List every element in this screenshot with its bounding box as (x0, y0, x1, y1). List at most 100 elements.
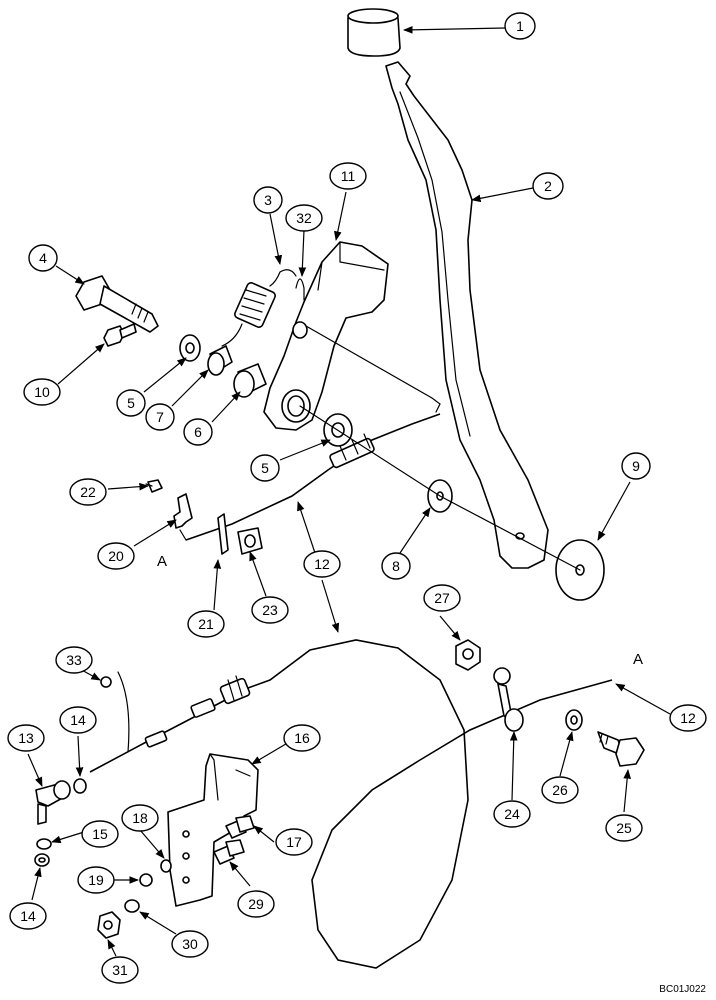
screw-part (145, 479, 163, 493)
lever-arm-part (385, 61, 549, 569)
callout-23: 23 (251, 596, 289, 624)
callout-21: 21 (187, 610, 225, 638)
callout-2: 2 (532, 172, 564, 200)
callout-24: 24 (493, 800, 531, 828)
nut-19-part (139, 873, 153, 887)
svg-text:32: 32 (296, 210, 312, 226)
mounting-bracket-part (167, 753, 259, 907)
callout-14a: 14 (59, 706, 97, 734)
callout-18: 18 (121, 804, 159, 832)
pedal-bracket-part (263, 241, 389, 431)
svg-text:17: 17 (286, 834, 302, 850)
nut-31-part (97, 911, 121, 939)
callout-1: 1 (504, 12, 536, 40)
callout-16: 16 (283, 724, 321, 752)
washer-26-part (565, 709, 583, 731)
svg-text:2: 2 (544, 178, 552, 194)
svg-text:14: 14 (20, 908, 36, 924)
callout-30: 30 (171, 930, 209, 958)
washer-18-part (160, 859, 172, 873)
svg-text:1: 1 (516, 18, 524, 34)
cotter-pin-part (295, 278, 305, 301)
callout-9: 9 (621, 452, 651, 480)
callout-20: 20 (97, 542, 135, 570)
strap-part (217, 513, 229, 555)
clamp-part (237, 527, 263, 555)
callout-13: 13 (7, 724, 45, 752)
svg-text:11: 11 (341, 168, 356, 184)
callout-12b: 12 (669, 704, 707, 732)
callout-17: 17 (275, 828, 313, 856)
svg-text:19: 19 (88, 872, 104, 888)
callout-5b: 5 (250, 454, 280, 482)
washer-30-part (124, 899, 140, 913)
callout-32: 32 (285, 204, 323, 232)
callout-27: 27 (423, 584, 461, 612)
washer-part (179, 334, 353, 447)
leader-lines (27, 25, 671, 957)
svg-text:20: 20 (108, 548, 124, 564)
callout-11: 11 (329, 162, 367, 190)
nut-27-part (455, 639, 481, 671)
bolt-part (75, 275, 159, 333)
svg-text:18: 18 (132, 810, 148, 826)
svg-text:12: 12 (680, 710, 696, 726)
clip-bracket-part (173, 493, 193, 541)
nut-14-part (34, 778, 87, 867)
callout-6: 6 (183, 418, 213, 446)
drawing-code: BC01J022 (659, 984, 706, 995)
svg-text:16: 16 (294, 730, 310, 746)
svg-text:29: 29 (248, 896, 264, 912)
callout-4: 4 (28, 244, 58, 272)
svg-text:24: 24 (504, 806, 520, 822)
callout-25: 25 (605, 814, 643, 842)
svg-text:3: 3 (264, 192, 272, 208)
callout-29: 29 (237, 890, 275, 918)
svg-text:27: 27 (434, 590, 450, 606)
svg-text:22: 22 (80, 484, 96, 500)
callout-14b: 14 (9, 902, 47, 930)
svg-text:5: 5 (261, 460, 269, 476)
callout-33: 33 (55, 646, 93, 674)
callout-26: 26 (541, 776, 579, 804)
svg-text:25: 25 (616, 820, 632, 836)
eye-clip-part (493, 667, 524, 732)
ball-joint-part (35, 780, 71, 825)
callout-22: 22 (69, 478, 107, 506)
svg-text:15: 15 (92, 826, 108, 842)
svg-text:26: 26 (552, 782, 568, 798)
svg-text:23: 23 (262, 602, 278, 618)
svg-text:31: 31 (112, 962, 128, 978)
callout-10: 10 (23, 378, 61, 406)
callout-8: 8 (381, 552, 411, 580)
bolt-29-part (213, 839, 245, 865)
callout-5a: 5 (116, 389, 146, 417)
svg-text:9: 9 (632, 458, 640, 474)
svg-text:14: 14 (70, 712, 86, 728)
svg-text:10: 10 (34, 384, 50, 400)
bolt-17-part (225, 815, 255, 839)
svg-text:12: 12 (314, 556, 330, 572)
callout-12a: 12 (303, 550, 341, 578)
svg-text:21: 21 (198, 616, 214, 632)
washer-15-part (36, 838, 52, 850)
cable-lower-part (89, 639, 613, 969)
svg-text:33: 33 (66, 652, 82, 668)
svg-text:13: 13 (18, 730, 34, 746)
svg-text:30: 30 (182, 936, 198, 952)
svg-text:4: 4 (39, 250, 47, 266)
small-nut-part (100, 676, 112, 688)
callout-31: 31 (101, 956, 139, 984)
bolt-25-part (597, 731, 645, 767)
callout-7: 7 (145, 403, 175, 431)
svg-text:6: 6 (194, 424, 202, 440)
spring-part (221, 269, 297, 347)
callout-3: 3 (253, 186, 283, 214)
callout-19: 19 (77, 866, 115, 894)
bushing-part (207, 345, 267, 398)
svg-text:5: 5 (127, 395, 135, 411)
svg-text:7: 7 (156, 409, 164, 425)
small-bolt-part (103, 323, 137, 347)
svg-text:8: 8 (392, 558, 400, 574)
